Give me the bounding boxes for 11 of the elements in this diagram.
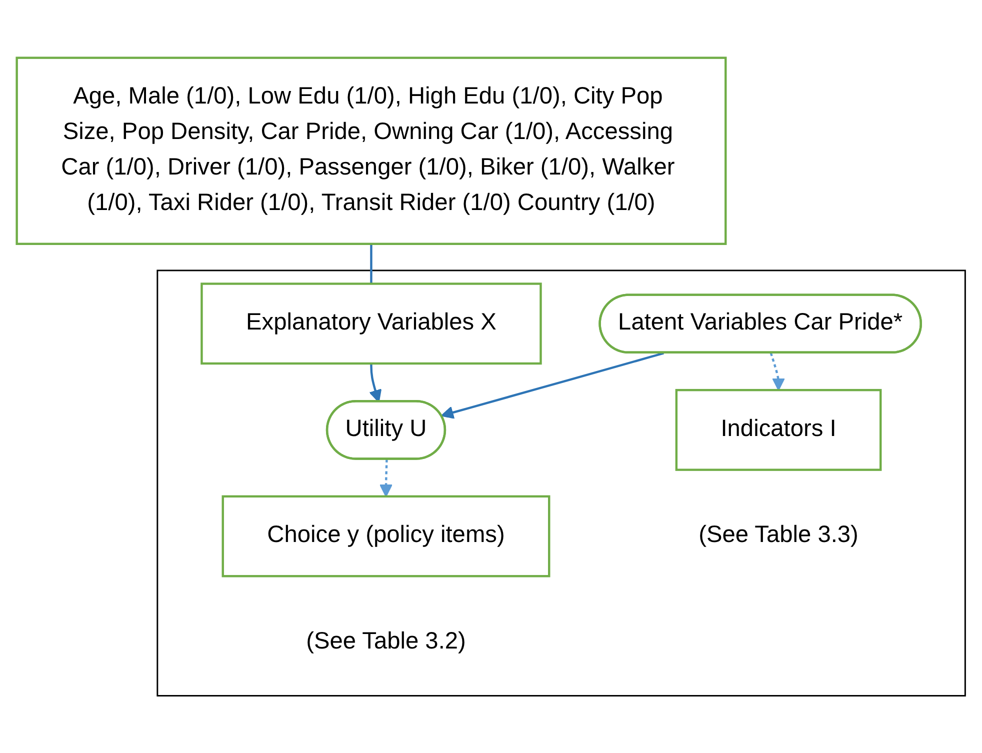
node-box [222, 495, 550, 577]
node-box [200, 282, 542, 364]
cluster [156, 269, 966, 696]
node-box [675, 388, 882, 471]
arrow [770, 352, 785, 390]
node-box [16, 56, 727, 245]
node-label: (See Table 3.3) [698, 522, 858, 548]
arrow [380, 459, 392, 497]
arrow [440, 352, 664, 419]
connector [370, 244, 372, 284]
node-label: (See Table 3.2) [306, 629, 466, 654]
